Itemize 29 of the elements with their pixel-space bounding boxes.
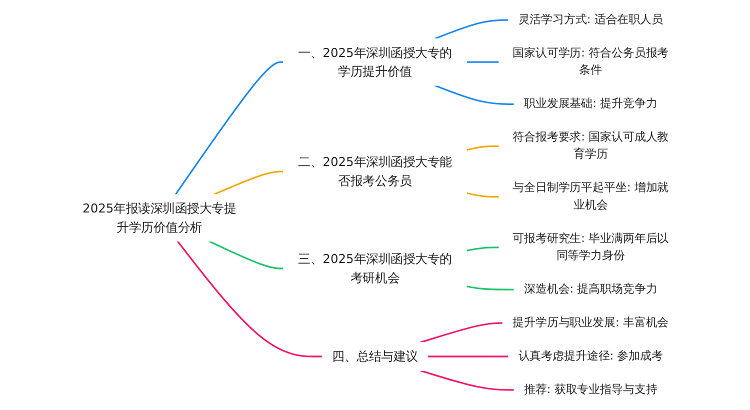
node-text: 职业发展基础: 提升竞争力 bbox=[524, 97, 658, 110]
connector bbox=[466, 145, 500, 151]
connector bbox=[420, 370, 514, 391]
connector bbox=[208, 240, 284, 270]
node-text: 符合报考要求: 国家认可成人教育学历 bbox=[512, 130, 669, 161]
node-text: 与全日制学历平起平坐: 增加就业机会 bbox=[512, 181, 669, 212]
connector bbox=[466, 192, 500, 198]
node-text: 2025年报读深圳函授大专提升学历价值分析 bbox=[82, 201, 236, 234]
connector bbox=[434, 84, 514, 105]
connector bbox=[466, 61, 500, 63]
node-text: 可报考研究生: 毕业满两年后以同等学力身份 bbox=[512, 232, 669, 262]
connector bbox=[174, 61, 284, 196]
node-text: 四、总结与建议 bbox=[332, 348, 418, 364]
node-text: 提升学历与职业发展: 丰富机会 bbox=[512, 316, 669, 330]
connector bbox=[213, 170, 284, 196]
node-text: 三、2025年深圳函授大专的考研机会 bbox=[298, 252, 452, 285]
node-text: 深造机会: 提高职场竞争力 bbox=[524, 282, 658, 296]
connector bbox=[420, 322, 503, 344]
connector bbox=[466, 286, 514, 290]
connector bbox=[434, 19, 508, 40]
node-text: 国家认可学历: 符合公务员报考条件 bbox=[512, 46, 669, 77]
node-text: 二、2025年深圳函授大专能否报考公务员 bbox=[298, 154, 452, 188]
node-text: 推荐: 获取专业指导与支持 bbox=[524, 383, 658, 396]
node-text: 灵活学习方式: 适合在职人员 bbox=[518, 13, 663, 26]
connector bbox=[176, 240, 322, 358]
connector bbox=[466, 246, 500, 252]
node-text: 认真考虑提升途径: 参加成考 bbox=[518, 350, 663, 363]
connector bbox=[428, 356, 508, 358]
node-text: 一、2025年深圳函授大专的学历提升价值 bbox=[298, 45, 452, 78]
